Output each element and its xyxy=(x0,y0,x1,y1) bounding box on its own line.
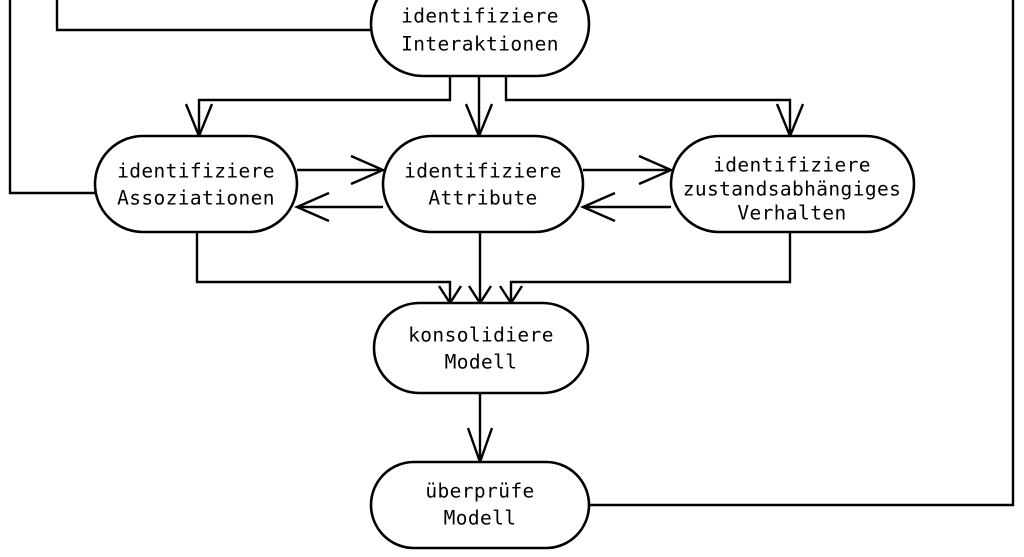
edge-interactions-to-associations xyxy=(197,76,452,134)
node-consolidate-model[interactable]: konsolidiere Modell xyxy=(372,301,590,395)
node-label-identify-attributes-line2: Attribute xyxy=(428,187,537,210)
arrowhead-behaviour-to-attributes xyxy=(580,191,616,223)
node-identify-state-dependent-behaviour[interactable]: identifiziere zustandsabhängiges Verhalt… xyxy=(669,134,916,234)
node-shape-consolidate-model xyxy=(372,301,590,395)
node-label-consolidate-model-line1: konsolidiere xyxy=(408,324,554,347)
node-label-behaviour-line2: zustandsabhängiges xyxy=(683,178,902,201)
node-shape-identify-state-dependent-behaviour xyxy=(669,134,916,234)
arrowhead-attributes-to-associations xyxy=(294,191,330,223)
edge-behaviour-to-consolidate xyxy=(509,232,792,301)
node-label-verify-model-line1: überprüfe xyxy=(425,480,534,503)
arrowhead-attributes-to-behaviour xyxy=(638,154,674,186)
node-label-identify-associations-line2: Assoziationen xyxy=(117,187,275,210)
node-identify-interactions[interactable]: identifiziere Interaktionen xyxy=(369,0,591,78)
node-label-verify-model-line2: Modell xyxy=(444,507,517,530)
edge-associations-feedback-left xyxy=(8,0,95,195)
node-shape-identify-interactions xyxy=(369,0,591,78)
arrowhead-associations-to-attributes xyxy=(350,154,386,186)
node-identify-attributes[interactable]: identifiziere Attribute xyxy=(381,134,585,234)
node-shape-identify-attributes xyxy=(381,134,585,234)
node-shape-verify-model xyxy=(369,460,591,550)
node-label-behaviour-line3: Verhalten xyxy=(737,202,846,225)
node-label-identify-interactions-line2: Interaktionen xyxy=(401,33,559,56)
node-label-behaviour-line1: identifiziere xyxy=(713,154,871,177)
node-label-identify-associations-line1: identifiziere xyxy=(117,160,275,183)
node-identify-associations[interactable]: identifiziere Assoziationen xyxy=(93,134,299,234)
node-label-identify-interactions-line1: identifiziere xyxy=(401,5,559,28)
node-label-consolidate-model-line2: Modell xyxy=(445,351,518,374)
node-label-identify-attributes-line1: identifiziere xyxy=(404,160,562,183)
node-verify-model[interactable]: überprüfe Modell xyxy=(369,460,591,550)
node-shape-identify-associations xyxy=(93,134,299,234)
edge-verify-feedback-right xyxy=(589,0,1015,507)
edge-interactions-to-behaviour xyxy=(504,76,792,134)
edge-interactions-feedback-left xyxy=(55,0,371,32)
edge-associations-to-consolidate xyxy=(195,232,452,301)
